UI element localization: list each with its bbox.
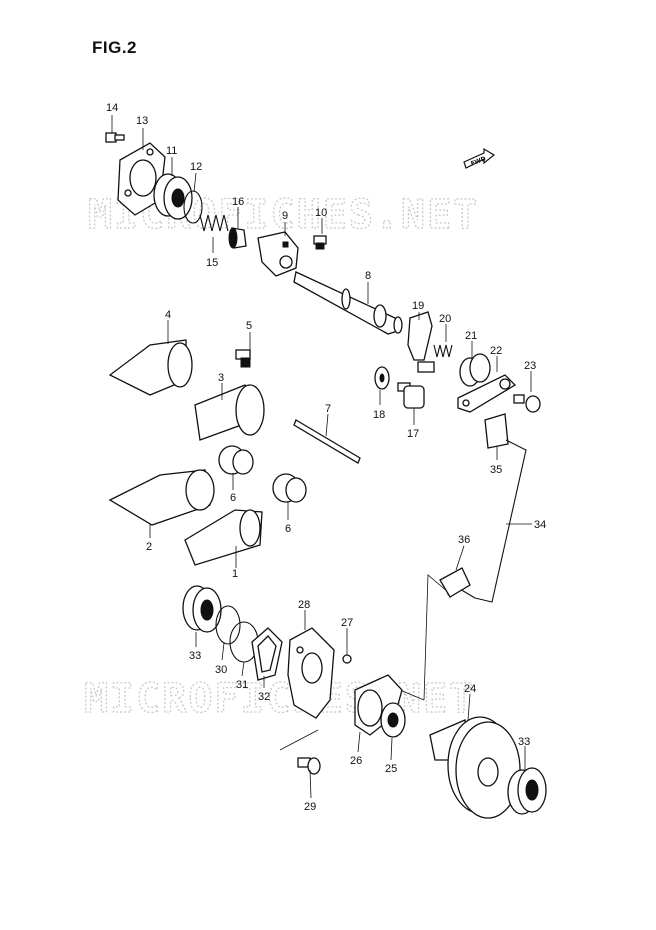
label-31: 31 — [236, 679, 248, 691]
label-28: 28 — [298, 599, 310, 611]
label-4: 4 — [165, 309, 171, 321]
part-3-valve[interactable] — [194, 384, 265, 441]
label-17: 17 — [407, 428, 419, 440]
part-25-washer[interactable] — [380, 702, 406, 738]
label-13: 13 — [136, 115, 148, 127]
label-26: 26 — [350, 755, 362, 767]
label-35: 35 — [490, 464, 502, 476]
part-10-screw[interactable] — [313, 235, 327, 250]
label-6-b: 6 — [285, 523, 291, 535]
label-3: 3 — [218, 372, 224, 384]
label-16: 16 — [232, 196, 244, 208]
part-7-pin[interactable] — [293, 419, 361, 464]
watermark-bottom: MICROFICHES.NET — [84, 676, 475, 722]
label-30: 30 — [215, 664, 227, 676]
label-15: 15 — [206, 257, 218, 269]
part-16-bushing[interactable] — [228, 227, 247, 249]
part-21-collar[interactable] — [459, 353, 491, 387]
label-25: 25 — [385, 763, 397, 775]
part-29-screw[interactable] — [297, 757, 321, 775]
label-21: 21 — [465, 330, 477, 342]
part-33-bearing-left[interactable] — [182, 585, 222, 633]
label-24: 24 — [464, 683, 476, 695]
label-12: 12 — [190, 161, 202, 173]
part-19-bracket[interactable] — [407, 311, 435, 373]
part-26-gear-plate[interactable] — [354, 674, 403, 736]
part-23-screw[interactable] — [513, 394, 541, 413]
label-22: 22 — [490, 345, 502, 357]
label-10: 10 — [315, 207, 327, 219]
label-36: 36 — [458, 534, 470, 546]
label-33-b: 33 — [518, 736, 530, 748]
part-12-o-ring[interactable] — [183, 190, 203, 224]
label-6-a: 6 — [230, 492, 236, 504]
part-22-lever[interactable] — [457, 374, 517, 413]
label-20: 20 — [439, 313, 451, 325]
part-4-valve-flap[interactable] — [108, 339, 193, 396]
label-27: 27 — [341, 617, 353, 629]
part-8-shaft[interactable] — [293, 271, 403, 335]
part-30-ring[interactable] — [215, 605, 241, 645]
part-32-gasket[interactable] — [251, 627, 283, 681]
part-18-washer[interactable] — [374, 366, 390, 390]
callout-labels: 14 13 11 12 16 9 10 15 8 4 5 3 19 20 21 … — [106, 102, 546, 813]
part-14-screw[interactable] — [105, 132, 125, 143]
part-6-collar-a[interactable] — [218, 445, 254, 475]
part-24-gear-shaft[interactable] — [429, 716, 521, 819]
part-15-spring[interactable] — [199, 214, 229, 232]
part-2-valve[interactable] — [108, 469, 215, 526]
label-32: 32 — [258, 691, 270, 703]
fwd-arrow-icon: FWD — [463, 147, 496, 169]
label-9: 9 — [282, 210, 288, 222]
label-34: 34 — [534, 519, 546, 531]
part-20-spring[interactable] — [433, 344, 453, 358]
figure-title: FIG.2 — [92, 38, 138, 57]
fwd-label: FWD — [470, 155, 487, 167]
label-19: 19 — [412, 300, 424, 312]
part-1-valve[interactable] — [184, 509, 263, 566]
part-35-clip[interactable] — [484, 413, 509, 449]
label-5: 5 — [246, 320, 252, 332]
label-1: 1 — [232, 568, 238, 580]
leader-lines — [111, 115, 532, 799]
part-17-bolt[interactable] — [397, 382, 425, 409]
part-13-gasket-plate[interactable] — [117, 142, 166, 216]
part-5-screw[interactable] — [235, 349, 251, 368]
label-11: 11 — [166, 145, 177, 157]
label-18: 18 — [373, 409, 385, 421]
part-27-ball[interactable] — [342, 654, 352, 664]
part-33-bearing-right[interactable] — [507, 767, 547, 815]
label-33-a: 33 — [189, 650, 201, 662]
part-6-collar-b[interactable] — [272, 473, 307, 503]
label-2: 2 — [146, 541, 152, 553]
part-36-clip[interactable] — [439, 567, 471, 598]
label-8: 8 — [365, 270, 371, 282]
label-23: 23 — [524, 360, 536, 372]
label-14: 14 — [106, 102, 118, 114]
label-7: 7 — [325, 403, 331, 415]
part-9-valve-holder[interactable] — [257, 231, 299, 277]
part-11-bearing-housing[interactable] — [153, 173, 193, 220]
label-29: 29 — [304, 801, 316, 813]
part-28-cover[interactable] — [287, 627, 335, 719]
